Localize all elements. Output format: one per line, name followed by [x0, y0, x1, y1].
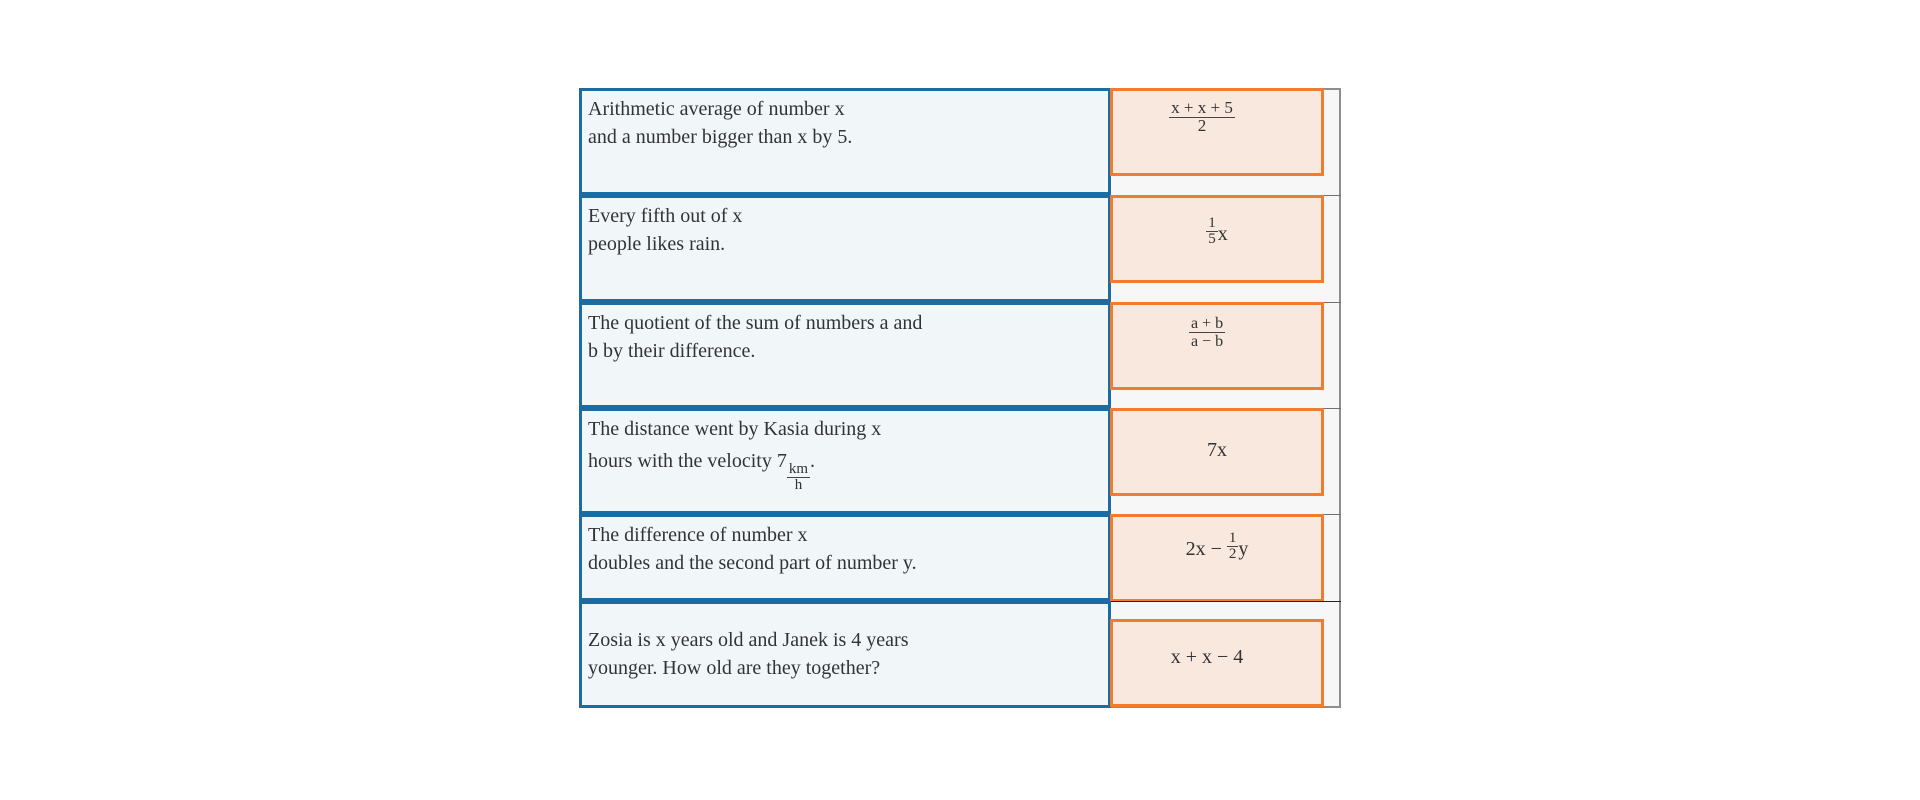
prompt-line: and a number bigger than x by 5. [588, 126, 853, 148]
prompt-line: The distance went by Kasia during x [588, 418, 882, 440]
prompt-line: b by their difference. [588, 340, 756, 362]
answer-card[interactable]: 1 5 x [1110, 195, 1324, 283]
answer-fraction: a + b a − b [1188, 315, 1226, 350]
prompt-line: people likes rain. [588, 233, 726, 255]
prompt-card[interactable]: The quotient of the sum of numbers a and… [579, 302, 1111, 408]
answer-fraction: 1 5 [1206, 216, 1218, 247]
prompt-trail: . [810, 450, 816, 472]
fraction-numerator: 1 [1206, 215, 1218, 232]
prompt-card[interactable]: Arithmetic average of number x and a num… [579, 88, 1111, 195]
answer-suffix: x [1217, 223, 1228, 245]
row-divider [1109, 601, 1341, 602]
answer-card[interactable]: 7x [1110, 408, 1324, 496]
prompt-line: The quotient of the sum of numbers a and [588, 312, 923, 334]
prompt-line: The difference of number x [588, 524, 808, 546]
fraction-numerator: 1 [1226, 530, 1239, 547]
match-row: Arithmetic average of number x and a num… [579, 88, 1341, 196]
fraction-denominator: 5 [1208, 231, 1216, 247]
prompt-card[interactable]: Every fifth out of x people likes rain. [579, 195, 1111, 302]
match-row: Zosia is x years old and Janek is 4 year… [579, 601, 1341, 708]
prompt-text: hours with the velocity 7 [588, 450, 787, 472]
prompt-card[interactable]: Zosia is x years old and Janek is 4 year… [579, 601, 1111, 708]
match-row: The quotient of the sum of numbers a and… [579, 302, 1341, 409]
fraction-denominator: 2 [1228, 546, 1237, 562]
match-row: Every fifth out of x people likes rain. … [579, 195, 1341, 303]
fraction-denominator: a − b [1190, 333, 1224, 350]
prompt-card[interactable]: The difference of number x doubles and t… [579, 514, 1111, 601]
match-row: The distance went by Kasia during x hour… [579, 408, 1341, 515]
answer-fraction: 1 2 [1226, 530, 1239, 562]
prompt-card[interactable]: The distance went by Kasia during x hour… [579, 408, 1111, 514]
fraction-numerator: x + x + 5 [1169, 98, 1235, 118]
answer-card[interactable]: 2x − 1 2 y [1110, 514, 1324, 602]
prompt-line: younger. How old are they together? [588, 657, 881, 679]
answer-suffix: y [1238, 538, 1249, 560]
answer-prefix: 2x − [1185, 538, 1227, 560]
answer-expression: 7x [1207, 439, 1227, 461]
prompt-line: Every fifth out of x [588, 205, 743, 227]
answer-card[interactable]: a + b a − b [1110, 302, 1324, 390]
fraction-numerator: km [786, 461, 811, 478]
answer-fraction: x + x + 5 2 [1169, 99, 1235, 134]
answer-expression: x + x − 4 [1170, 646, 1244, 668]
match-row: The difference of number x doubles and t… [579, 514, 1341, 602]
answer-card[interactable]: x + x − 4 [1110, 619, 1324, 707]
prompt-line: Zosia is x years old and Janek is 4 year… [588, 629, 909, 651]
fraction-numerator: a + b [1188, 315, 1226, 333]
prompt-line: doubles and the second part of number y. [588, 552, 917, 574]
answer-card[interactable]: x + x + 5 2 [1110, 88, 1324, 176]
prompt-line: Arithmetic average of number x [588, 98, 845, 120]
fraction-denominator: 2 [1197, 116, 1207, 135]
fraction-denominator: h [794, 477, 803, 493]
